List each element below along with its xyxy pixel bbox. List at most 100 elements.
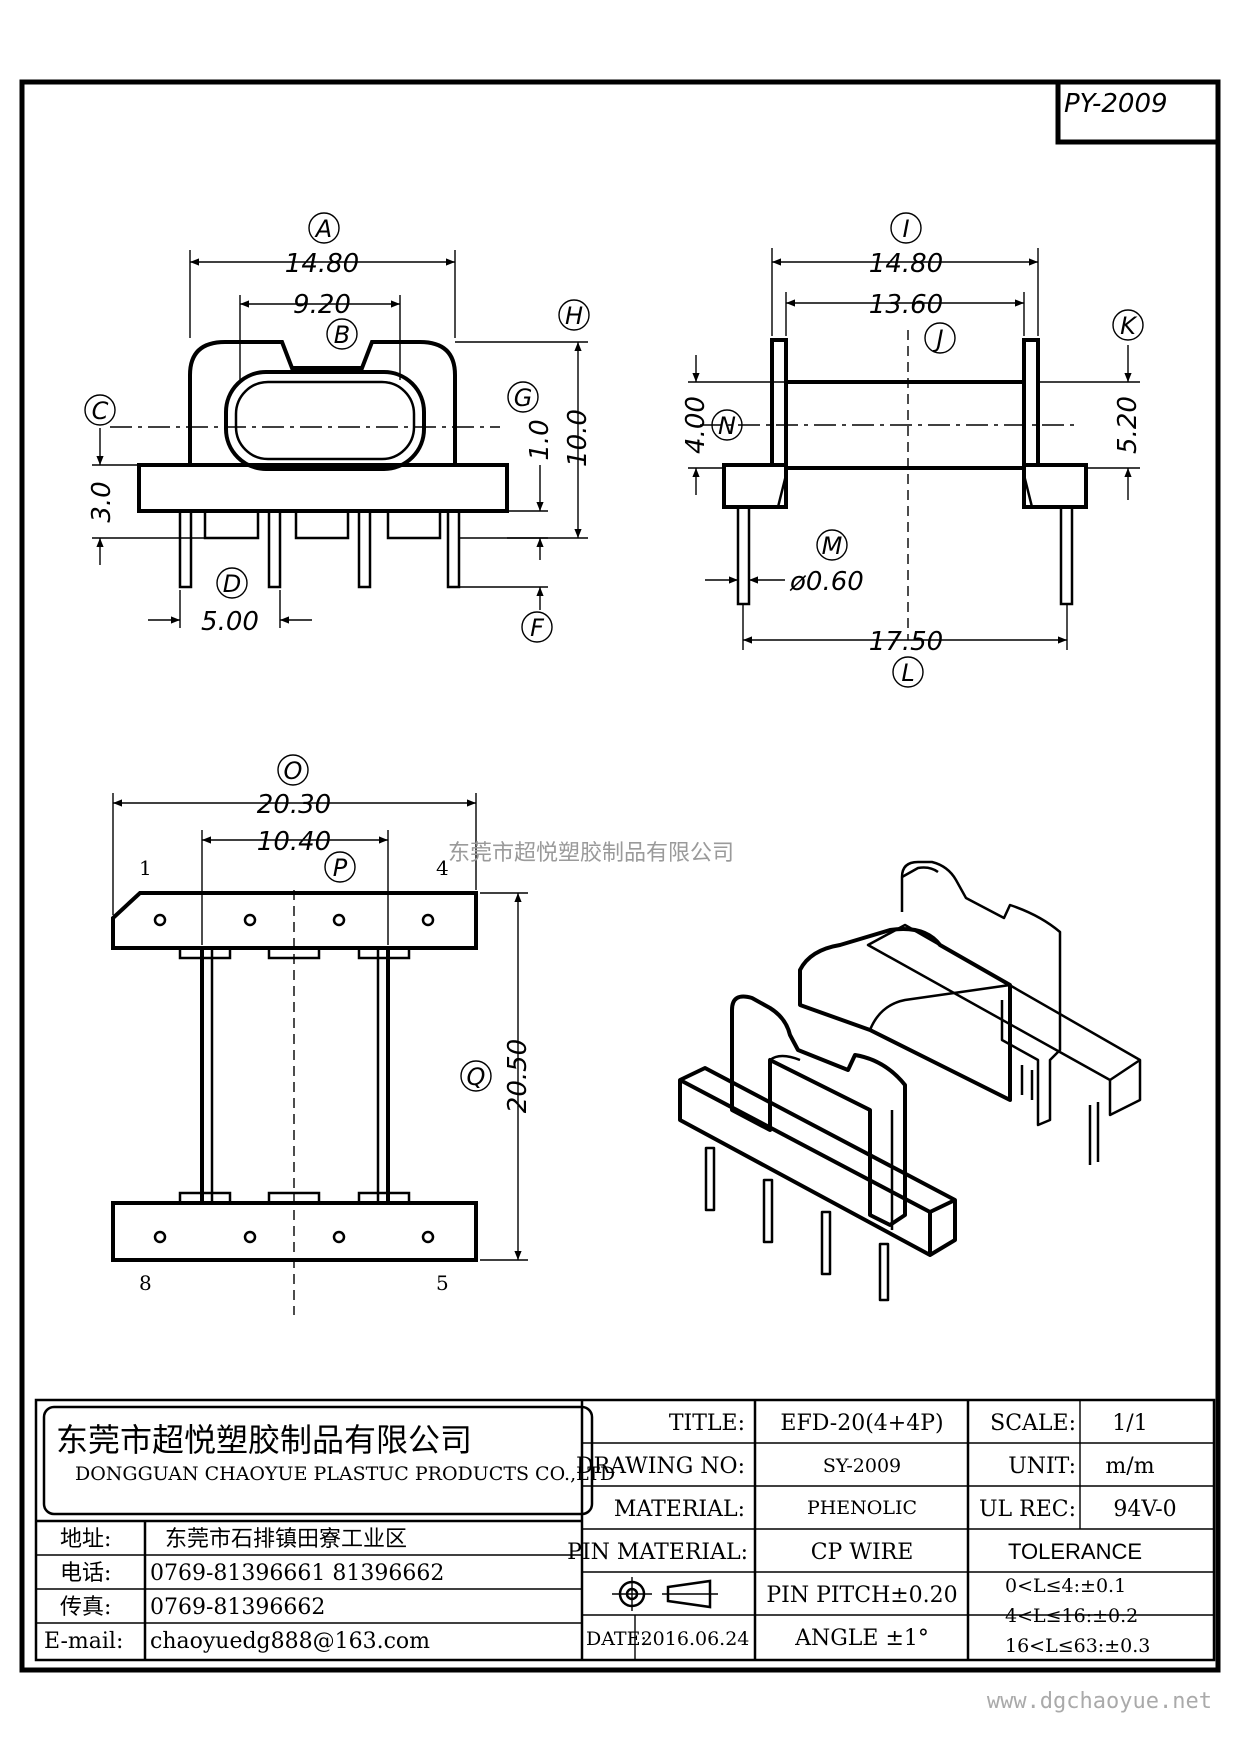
- title-value: EFD-20(4+4P): [780, 1411, 943, 1436]
- balloon-p-letter: P: [333, 854, 348, 882]
- company-name-cn: 东莞市超悦塑胶制品有限公司: [56, 1421, 472, 1459]
- balloon-c: [84, 394, 116, 426]
- front-pin-1: [178, 509, 193, 589]
- balloon-d-letter: D: [223, 570, 241, 598]
- pin-number-1: 1: [139, 856, 152, 880]
- dim-a-value: 14.80: [285, 249, 359, 279]
- dim-q-value: 20.50: [503, 1039, 533, 1113]
- address-value: 东莞市石排镇田寮工业区: [165, 1527, 407, 1552]
- dim-g-value: 1.0: [525, 419, 555, 460]
- front-flange-outline: [188, 340, 457, 465]
- side-flange-left: [770, 338, 788, 467]
- dim-i-value: 14.80: [869, 249, 943, 279]
- outer-frame: [19, 79, 1221, 1673]
- part-number: PY-2009: [1064, 89, 1168, 119]
- scale-label: SCALE:: [990, 1411, 1076, 1436]
- drawing-no-label: DRAWING NO:: [576, 1454, 745, 1479]
- angle: ANGLE ±1°: [794, 1626, 929, 1651]
- balloon-d: [216, 567, 248, 599]
- balloon-l: [892, 656, 924, 688]
- iso-front-base: [678, 1066, 957, 1257]
- pin-number-5: 5: [436, 1271, 449, 1295]
- side-flange-right: [1022, 338, 1040, 467]
- dim-b-value: 9.20: [293, 290, 351, 320]
- balloon-h-letter: H: [565, 302, 583, 330]
- dim-p-value: 10.40: [257, 827, 331, 857]
- dim-n-value: 4.00: [681, 396, 711, 454]
- front-pin-slots: [203, 511, 442, 540]
- tolerance-label: TOLERANCE: [1008, 1539, 1142, 1564]
- balloon-q-letter: Q: [467, 1063, 486, 1091]
- dim-l-value: 17.50: [869, 627, 943, 657]
- pin-pitch: PIN PITCH±0.20: [766, 1583, 957, 1608]
- side-base-right: [1022, 463, 1088, 509]
- balloon-q: [460, 1060, 492, 1092]
- balloon-k-letter: K: [1120, 312, 1138, 340]
- balloon-g-letter: G: [514, 384, 533, 412]
- front-pin-4: [446, 509, 461, 589]
- dim-d-value: 5.00: [201, 607, 259, 637]
- balloon-f-letter: F: [530, 614, 545, 642]
- balloon-l-letter: L: [901, 659, 914, 687]
- balloon-m-letter: M: [822, 532, 843, 560]
- front-pin-2: [267, 509, 282, 589]
- front-view: A 14.80 9.20 B C 3.0 D 5.00 1.0 G: [84, 212, 593, 643]
- balloon-i: [890, 212, 922, 244]
- tolerance-2: 4<L≤16:±0.2: [1005, 1605, 1138, 1627]
- date-value: 2016.06.24: [641, 1628, 750, 1650]
- balloon-i-letter: I: [902, 215, 909, 243]
- iso-front-flange: [730, 994, 907, 1227]
- bottom-view: 1 4 8 5 O 20.30 10.40 P 20.50 Q: [111, 754, 533, 1315]
- phone-label: 电话:: [60, 1561, 111, 1586]
- email-label: E-mail:: [44, 1629, 123, 1654]
- drawing-no-value: SY-2009: [823, 1455, 901, 1477]
- tolerance-1: 0<L≤4:±0.1: [1005, 1575, 1126, 1597]
- balloon-a-letter: A: [314, 215, 332, 243]
- date-label: DATE:: [586, 1628, 647, 1650]
- balloon-b-letter: B: [334, 321, 350, 349]
- dim-o-value: 20.30: [257, 790, 331, 820]
- material-label: MATERIAL:: [614, 1497, 745, 1522]
- fax-value: 0769-81396662: [150, 1595, 325, 1620]
- side-pin-right: [1059, 505, 1074, 606]
- projection-symbol-icon: [612, 1577, 718, 1611]
- title-label: TITLE:: [669, 1411, 745, 1436]
- balloon-h: [558, 299, 590, 331]
- balloon-f: [521, 611, 553, 643]
- balloon-n: [711, 409, 743, 441]
- balloon-o: [277, 754, 309, 786]
- dim-h-value: 10.0: [563, 409, 593, 467]
- ul-rec-value: 94V-0: [1113, 1497, 1176, 1522]
- balloon-j: [924, 322, 956, 354]
- dim-j-value: 13.60: [869, 290, 943, 320]
- balloon-m: [816, 529, 848, 561]
- balloon-j-letter: J: [932, 325, 943, 353]
- pin-material-value: CP WIRE: [811, 1540, 914, 1565]
- ul-rec-label: UL REC:: [979, 1497, 1076, 1522]
- unit-value: m/m: [1105, 1454, 1154, 1479]
- balloon-o-letter: O: [284, 757, 303, 785]
- balloon-b: [326, 318, 358, 350]
- pin-material-label: PIN MATERIAL:: [567, 1540, 748, 1565]
- email-value: chaoyuedg888@163.com: [150, 1629, 430, 1654]
- side-base-left: [722, 463, 788, 509]
- title-block: 东莞市超悦塑胶制品有限公司 DONGGUAN CHAOYUE PLASTUC P…: [34, 1398, 1216, 1662]
- dim-k-value: 5.20: [1113, 396, 1143, 454]
- dim-c-value: 3.0: [87, 481, 117, 522]
- iso-drum: [798, 927, 1012, 1102]
- front-window-inner: [234, 380, 416, 461]
- side-view: I 14.80 13.60 J 4.00 N 5.20 K M ø0.60: [681, 212, 1144, 688]
- front-pin-3: [357, 509, 372, 589]
- phone-value: 0769-81396661 81396662: [150, 1561, 444, 1586]
- balloon-g: [507, 381, 539, 413]
- balloon-c-letter: C: [92, 397, 109, 425]
- pin-number-8: 8: [139, 1271, 152, 1295]
- isometric-view: [678, 860, 1142, 1302]
- unit-label: UNIT:: [1008, 1454, 1076, 1479]
- part-number-box: [1055, 79, 1221, 145]
- balloon-n-letter: N: [718, 412, 736, 440]
- front-base: [137, 463, 509, 513]
- balloon-a: [308, 212, 340, 244]
- front-window-outer: [224, 370, 426, 471]
